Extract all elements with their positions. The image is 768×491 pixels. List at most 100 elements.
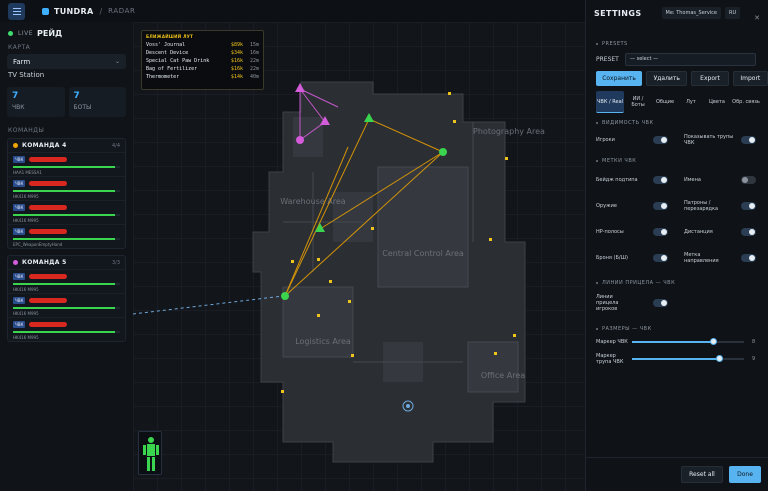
loot-name: Bag of Fertilizer	[146, 66, 198, 72]
sight-lines-toggle[interactable]	[653, 299, 668, 307]
players-toggle[interactable]	[653, 136, 668, 144]
team-card: КОМАНДА 5 3/3 ЧВК HK416 M995 ЧВК HK416 M…	[7, 255, 126, 342]
stat-bots-label: БОТЫ	[73, 104, 92, 111]
loot-price: $34k	[230, 50, 243, 56]
marker-row: Бейдж подтипа Имена	[586, 167, 768, 193]
marker-option-label: Оружие	[596, 203, 617, 209]
menu-button[interactable]	[8, 2, 25, 20]
mode-label: РЕЙД	[37, 28, 63, 38]
export-button[interactable]: Export	[691, 71, 729, 86]
area-label-central: Central Control Area	[382, 249, 464, 258]
preset-select[interactable]: — select —	[625, 52, 756, 66]
player-row[interactable]: ЧВК EPC_WeaponEmptyHand	[8, 224, 125, 248]
marker-option-label: Бейдж подтипа	[596, 177, 638, 183]
tab-colors[interactable]: Цвета	[709, 99, 725, 105]
marker-option-label: Дистанция	[684, 229, 713, 235]
player-weapon: HK416 M995	[13, 218, 39, 223]
hp-bar	[13, 190, 120, 192]
team-color-dot	[13, 143, 18, 148]
hp-bar	[13, 166, 120, 168]
loot-list: Voss' Journal $89k 15m Descent Device $3…	[146, 41, 259, 81]
loot-item: Bag of Fertilizer $16k 22m	[146, 65, 259, 73]
loot-name: Voss' Journal	[146, 42, 186, 48]
opt-sight-lines-label: Линии прицела игроков	[596, 294, 619, 312]
marker-toggle[interactable]	[741, 202, 756, 210]
player-weapon: HK416 M995	[13, 194, 39, 199]
close-icon[interactable]: ✕	[754, 14, 760, 22]
team-name: КОМАНДА 5	[22, 259, 67, 266]
settings-footer: Reset all Done	[586, 457, 768, 491]
size-slider[interactable]	[632, 338, 744, 345]
player-weapon: HK416 M995	[13, 287, 39, 292]
tab-feedback[interactable]: Обр. связь	[732, 99, 760, 105]
tab-ai[interactable]: ИИ / Боты	[631, 96, 645, 108]
team-count: 4/4	[111, 142, 120, 149]
player-row[interactable]: ЧВК HK416 M995	[8, 293, 125, 317]
import-button[interactable]: Import	[732, 71, 768, 86]
player-row[interactable]: ЧВК HK416 M995	[8, 317, 125, 341]
marker-option: HP-полосы	[586, 228, 674, 236]
visibility-row: Игроки Показывать трупы ЧВК	[586, 129, 768, 151]
slider-knob[interactable]	[716, 355, 724, 362]
settings-tabs: ЧВК / Real ИИ / Боты Общие Лут Цвета Обр…	[586, 91, 768, 113]
player-row[interactable]: ЧВК HK416 M995	[8, 176, 125, 200]
user-badge[interactable]: Me: Thomas_Service	[661, 7, 721, 19]
marker-toggle[interactable]	[741, 176, 756, 184]
marker-toggle[interactable]	[653, 202, 668, 210]
size-slider[interactable]	[632, 355, 744, 362]
loot-item: Voss' Journal $89k 15m	[146, 41, 259, 49]
map-sublocation: TV Station	[8, 71, 45, 79]
opt-players: Игроки	[586, 136, 674, 144]
marker-toggle[interactable]	[741, 254, 756, 262]
hp-bar	[13, 214, 120, 216]
marker-option-label: HP-полосы	[596, 229, 624, 235]
top-bar: TUNDRA / RADAR	[0, 0, 585, 22]
radar-map[interactable]: Warehouse Area Photography Area Central …	[133, 22, 585, 491]
size-slider-row: Маркер трупа ЧВК 9	[586, 349, 768, 369]
marker-toggle[interactable]	[653, 228, 668, 236]
marker-toggle[interactable]	[741, 228, 756, 236]
team-name: КОМАНДА 4	[22, 142, 67, 149]
delete-button[interactable]: Удалить	[646, 71, 688, 86]
markers-grid: Бейдж подтипа Имена Оружие Патроны / пер…	[586, 167, 768, 271]
team-header[interactable]: КОМАНДА 5 3/3	[8, 256, 125, 269]
map-select-value: Farm	[13, 57, 31, 66]
left-panel: LIVE РЕЙД КАРТА Farm ⌄ TV Station 7 ЧВК …	[0, 22, 133, 491]
tab-pmc[interactable]: ЧВК / Real	[596, 91, 624, 113]
player-row[interactable]: ЧВК HAA1 MESSA1	[8, 152, 125, 176]
slider-value: 8	[752, 339, 756, 345]
marker-option: Дистанция	[674, 228, 762, 236]
player-row[interactable]: ЧВК HK416 M995	[8, 200, 125, 224]
slider-knob[interactable]	[709, 338, 717, 345]
loot-item: Thermometer $14k 40m	[146, 73, 259, 81]
marker-toggle[interactable]	[653, 254, 668, 262]
redacted-name	[29, 205, 68, 210]
done-button[interactable]: Done	[729, 466, 761, 483]
marker-option: Оружие	[586, 202, 674, 210]
tab-general[interactable]: Общие	[655, 99, 675, 105]
sight-row: Линии прицела игроков	[586, 289, 768, 317]
save-button[interactable]: Сохранить	[596, 71, 643, 86]
loot-item: Special Cat Paw Drink $16k 22m	[146, 57, 259, 65]
map-select[interactable]: Farm ⌄	[7, 54, 126, 69]
language-button[interactable]: RU	[725, 7, 741, 19]
preset-buttons: Сохранить Удалить Export Import	[586, 71, 768, 86]
loot-name: Descent Device	[146, 50, 189, 56]
reset-all-button[interactable]: Reset all	[681, 466, 723, 483]
player-tag: ЧВК	[13, 321, 26, 328]
marker-toggle[interactable]	[653, 176, 668, 184]
settings-header: SETTINGS Me: Thomas_Service RU	[586, 0, 768, 26]
marker-row: HP-полосы Дистанция	[586, 219, 768, 245]
marker-option: Имена	[674, 176, 762, 184]
tab-loot[interactable]: Лут	[686, 99, 696, 105]
team-header[interactable]: КОМАНДА 4 4/4	[8, 139, 125, 152]
brand-subtitle: RADAR	[108, 7, 136, 15]
team-color-dot	[13, 260, 18, 265]
corpses-toggle[interactable]	[741, 136, 756, 144]
markers-label: МЕТКИ ЧВК	[586, 155, 768, 167]
player-tag: ЧВК	[13, 204, 26, 211]
player-row[interactable]: ЧВК HK416 M995	[8, 269, 125, 293]
area-label-warehouse: Warehouse Area	[280, 197, 346, 206]
hp-bar	[13, 238, 120, 240]
